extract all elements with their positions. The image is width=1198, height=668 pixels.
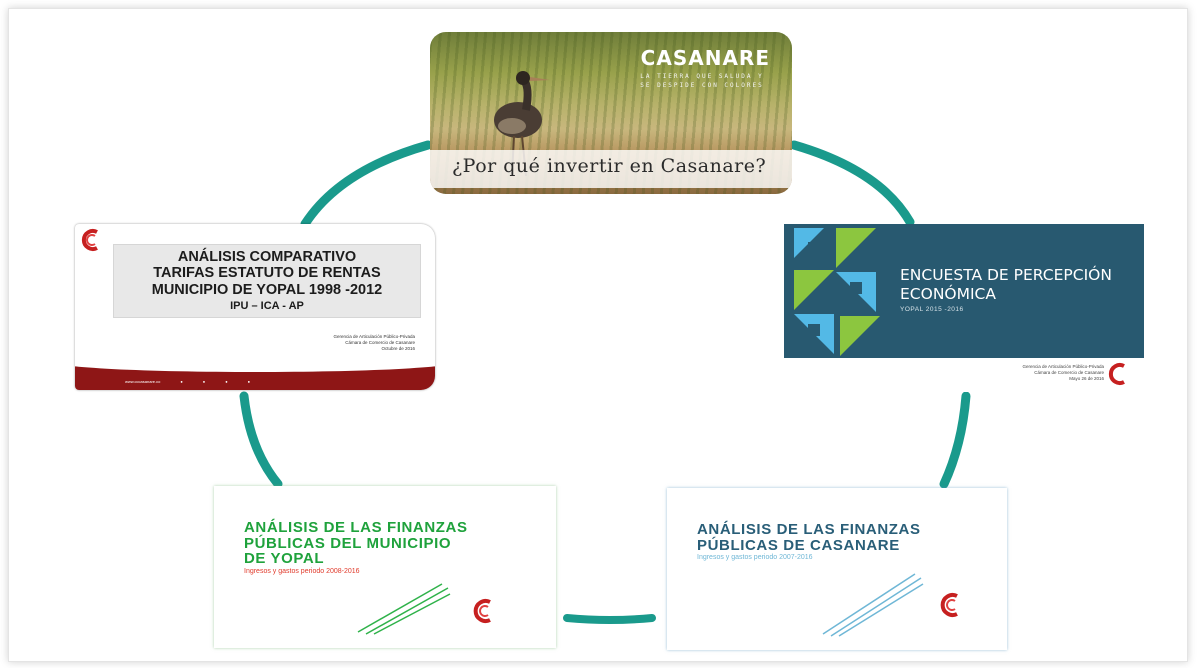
geometric-pattern-icon [794, 228, 880, 356]
survey-years: YOPAL 2015 -2016 [900, 306, 964, 313]
survey-title: ENCUESTA DE PERCEPCIÓN ECONÓMICA [900, 266, 1112, 304]
yopal-title-line-3: DE YOPAL [244, 550, 325, 567]
social-links: www.cccasanare.co ● ● ● ● [125, 379, 250, 384]
connector-bottom [563, 614, 656, 624]
chamber-logo-icon [81, 229, 98, 251]
title-line-3: MUNICIPIO DE YOPAL 1998 -2012 [151, 282, 383, 298]
question-title: ¿Por qué invertir en Casanare? [452, 155, 767, 177]
casanare-title: ANÁLISIS DE LAS FINANZAS PÚBLICAS DE CAS… [697, 522, 957, 553]
title-line-1: ANÁLISIS COMPARATIVO [177, 249, 357, 265]
org-line-1: Gerencia de Articulación Público-Privada [333, 334, 415, 339]
casanare-finances-card[interactable]: ANÁLISIS DE LAS FINANZAS PÚBLICAS DE CAS… [667, 488, 1007, 650]
connector-top-right [789, 140, 915, 227]
question-band [430, 150, 792, 188]
web-link[interactable]: www.cccasanare.co [125, 379, 161, 384]
decorative-lines [822, 573, 924, 637]
survey-title-line-2: ECONÓMICA [900, 285, 996, 303]
survey-panel [784, 224, 1144, 358]
org-line-2: Cámara de Comercio de Casanare [1034, 370, 1104, 375]
bird-image [494, 71, 550, 177]
yopal-title-line-2: PÚBLICAS DEL MUNICIPIO [244, 534, 452, 552]
title-box: ANÁLISIS COMPARATIVO TARIFAS ESTATUTO DE… [113, 244, 421, 318]
yopal-finances-card[interactable]: ANÁLISIS DE LAS FINANZAS PÚBLICAS DEL MU… [214, 486, 556, 648]
title-line-4: IPU – ICA - AP [230, 300, 304, 312]
casanare-title-line-1: ANÁLISIS DE LAS FINANZAS [697, 521, 921, 538]
casanare-title-line-2: PÚBLICAS DE CASANARE [697, 536, 900, 554]
twitter-icon[interactable]: ● [202, 379, 206, 384]
brand-tagline: LA TIERRA QUE SALUDA Y SE DESPIDE CON CO… [640, 73, 764, 89]
casanare-investment-card[interactable]: CASANARE LA TIERRA QUE SALUDA Y SE DESPI… [430, 32, 792, 194]
connector-top-left [300, 140, 433, 229]
footer-band: www.cccasanare.co ● ● ● ● [75, 352, 435, 390]
yopal-title-line-1: ANÁLISIS DE LAS FINANZAS [244, 519, 468, 536]
org-info: Gerencia de Articulación Público-Privada… [215, 334, 415, 352]
chamber-logo-icon [473, 599, 491, 623]
youtube-icon[interactable]: ● [225, 379, 228, 384]
connector-left-bottom [239, 391, 283, 489]
chamber-logo-icon [940, 593, 958, 617]
decorative-lines [357, 583, 451, 635]
connector-right-bottom [939, 391, 971, 489]
casanare-subtitle: Ingresos y gastos periodo 2007-2016 [697, 554, 813, 561]
perception-survey-card[interactable]: ENCUESTA DE PERCEPCIÓN ECONÓMICA YOPAL 2… [784, 224, 1144, 392]
comparative-analysis-card[interactable]: ANÁLISIS COMPARATIVO TARIFAS ESTATUTO DE… [75, 224, 435, 390]
brand-title: CASANARE [640, 46, 770, 70]
survey-title-line-1: ENCUESTA DE PERCEPCIÓN [900, 266, 1112, 284]
yopal-title: ANÁLISIS DE LAS FINANZAS PÚBLICAS DEL MU… [244, 520, 544, 567]
org-line-1: Gerencia de Articulación Público-Privada [1022, 364, 1104, 369]
org-line-3: Mayo 26 de 2016 [1069, 376, 1104, 381]
yopal-subtitle: Ingresos y gastos periodo 2008-2016 [244, 568, 360, 575]
facebook-icon[interactable]: ● [180, 379, 183, 384]
org-line-2: Cámara de Comercio de Casanare [345, 340, 415, 345]
org-line-3: Octubre de 2016 [381, 346, 415, 351]
chamber-logo-icon [1108, 363, 1125, 385]
org-info: Gerencia de Articulación Público-Privada… [914, 364, 1104, 382]
title-line-2: TARIFAS ESTATUTO DE RENTAS [153, 265, 381, 281]
chamber-icon[interactable]: ● [247, 379, 251, 384]
